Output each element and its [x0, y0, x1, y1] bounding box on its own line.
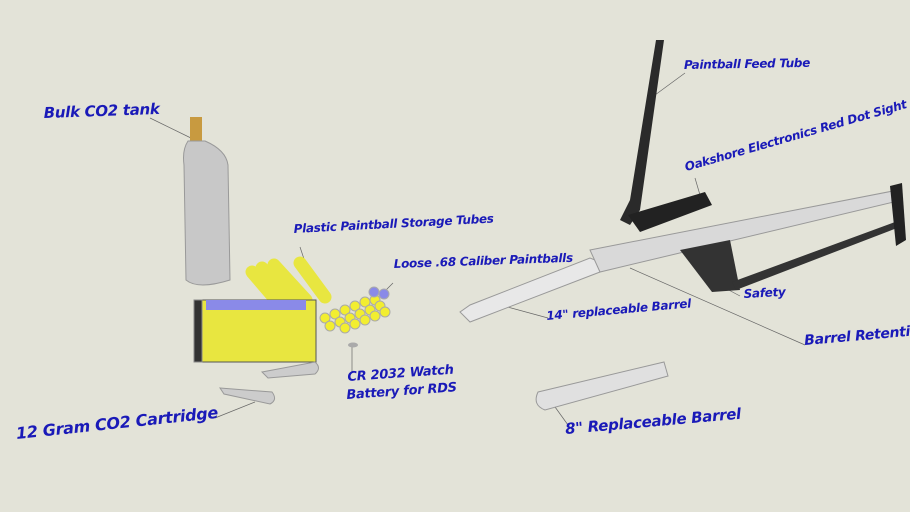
stock — [732, 222, 897, 290]
bulk-co2-tank — [183, 117, 231, 286]
label-feed-tube: Paintball Feed Tube — [683, 55, 811, 72]
loose-paintballs — [319, 286, 391, 334]
storage-tubes — [193, 256, 332, 363]
label-safety: Safety — [743, 284, 786, 301]
red-dot-sight — [628, 192, 712, 232]
grip — [680, 240, 740, 292]
marker-gun — [459, 40, 906, 411]
co2-cartridges — [219, 361, 319, 405]
8in-barrel — [535, 361, 669, 411]
watch-battery — [348, 342, 358, 348]
